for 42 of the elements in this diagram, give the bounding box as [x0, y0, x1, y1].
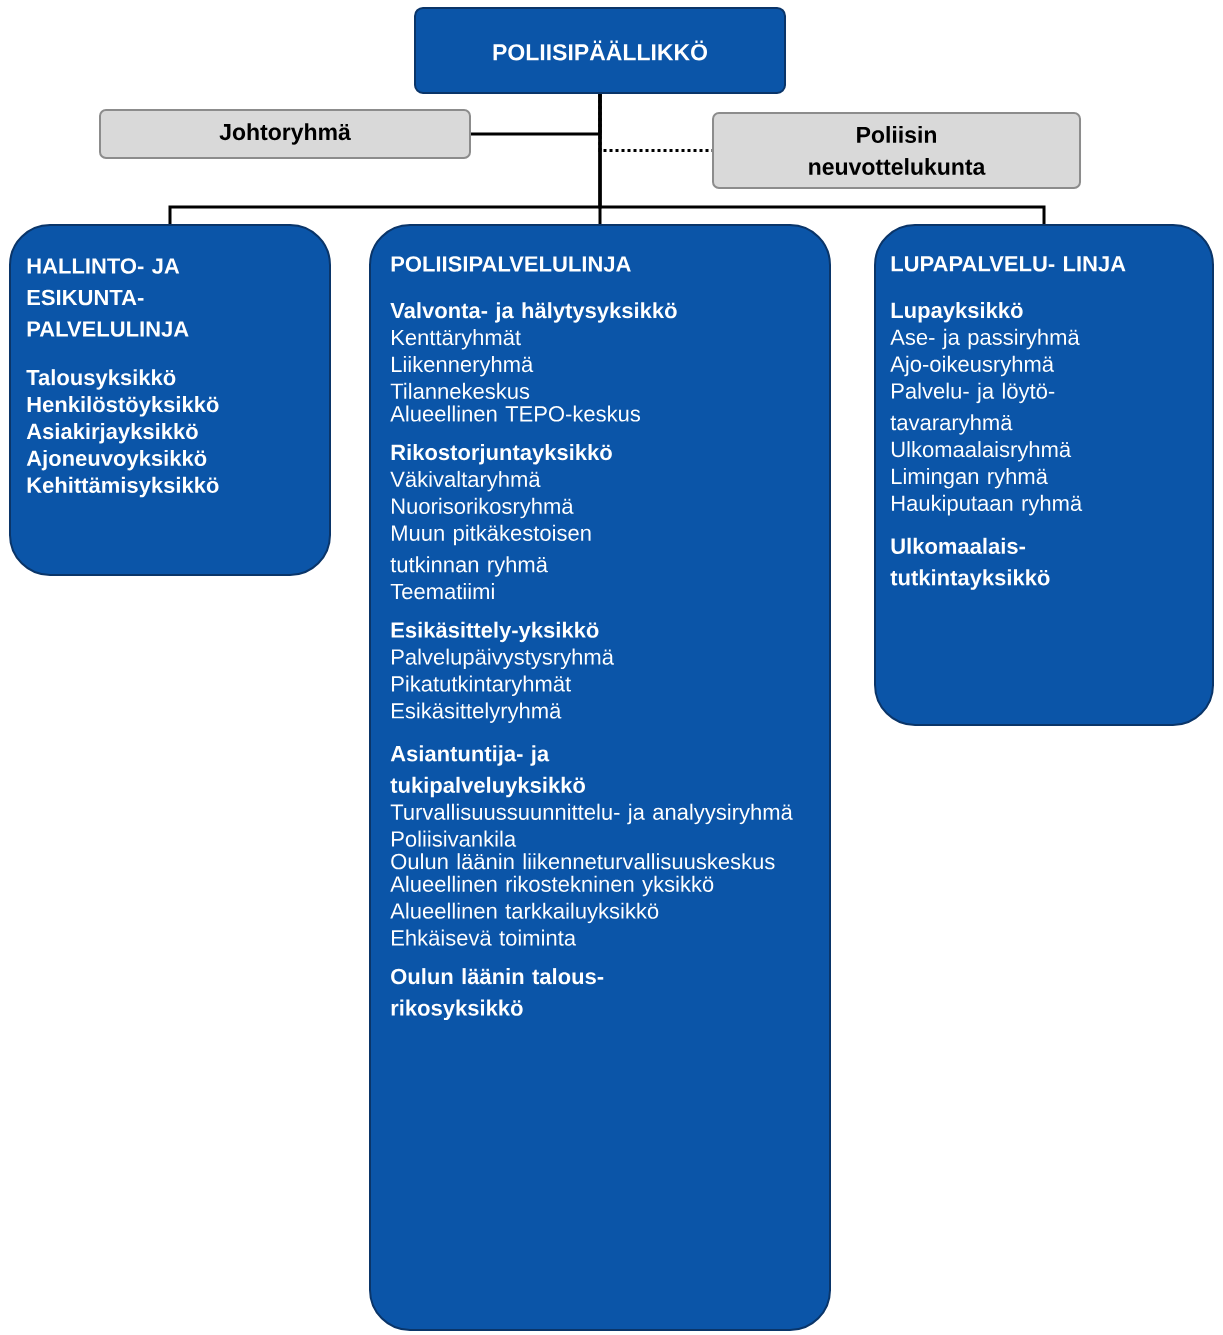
- box-heading: LUPAPALVELU- LINJA: [891, 256, 1126, 272]
- box-heading: POLIISIPALVELULINJA: [391, 256, 631, 272]
- group-name: Poliisivankila: [392, 830, 517, 847]
- unit-name: Ajoneuvoyksikkö: [26, 449, 207, 471]
- group-name: Väkivaltaryhmä: [390, 470, 541, 492]
- group-name: Ase- ja passiryhmä: [890, 328, 1080, 350]
- group-name: Kenttäryhmät: [392, 329, 521, 350]
- group-name: Liikenneryhmä: [392, 355, 534, 377]
- group-name: Limingan ryhmä: [892, 467, 1048, 489]
- unit-name: Ulkomaalais- tutkintayksikkö: [890, 537, 1050, 590]
- chief-box: POLIISIPÄÄLLIKKÖ: [414, 7, 786, 94]
- group-name: Ulkomaalaisryhmä: [891, 441, 1072, 462]
- group-name: Teematiimi: [390, 583, 494, 600]
- group-name: Palvelupäivystysryhmä: [392, 648, 614, 670]
- group-name: Alueellinen rikostekninen yksikkö: [390, 875, 714, 897]
- unit-name: Esikäsittely-yksikkö: [391, 621, 599, 643]
- group-name: Alueellinen tarkkailuyksikkö: [390, 902, 659, 924]
- unit-name: Kehittämisyksikkö: [27, 476, 219, 498]
- group-name: Pikatutkintaryhmät: [392, 675, 571, 696]
- unit-name: Valvonta- ja hälytysyksikkö: [390, 302, 677, 323]
- group-name: Tilannekeskus: [390, 382, 530, 400]
- unit-name: Talousyksikkö: [26, 369, 176, 390]
- group-box: Johtoryhmä: [99, 109, 471, 159]
- group-name: Haukiputaan ryhmä: [892, 494, 1083, 516]
- group-name: Ajo-oikeusryhmä: [890, 355, 1055, 377]
- group-name: Ehkäisevä toiminta: [392, 929, 577, 946]
- group-name: Turvallisuussuunnittelu- ja analyysiryhmä: [390, 803, 793, 825]
- group-name: Oulun läänin liikenneturvallisuuskeskus: [391, 853, 775, 870]
- unit-name: Asiantuntija- ja tukipalveluyksikkö: [390, 745, 585, 798]
- unit-name: Rikostorjuntayksikkö: [391, 444, 612, 465]
- unit-name: Asiakirjayksikkö: [26, 422, 198, 444]
- unit-name: Oulun läänin talous- rikosyksikkö: [391, 968, 604, 1021]
- group-name: Palvelu- ja löytö- tavararyhmä: [890, 382, 1055, 435]
- group-name: Nuorisorikosryhmä: [392, 497, 574, 519]
- group-box: Poliisin neuvottelukunta: [712, 112, 1081, 189]
- box-heading: HALLINTO- JA ESIKUNTA- PALVELULINJA: [27, 258, 189, 337]
- group-name: Alueellinen TEPO-keskus: [390, 405, 641, 422]
- group-name: Esikäsittelyryhmä: [392, 702, 562, 723]
- unit-name: Lupayksikkö: [891, 301, 1023, 323]
- group-name: Muun pitkäkestoisen tutkinnan ryhmä: [390, 524, 591, 577]
- connector-line: [598, 94, 1046, 224]
- unit-name: Henkilöstöyksikkö: [27, 396, 219, 417]
